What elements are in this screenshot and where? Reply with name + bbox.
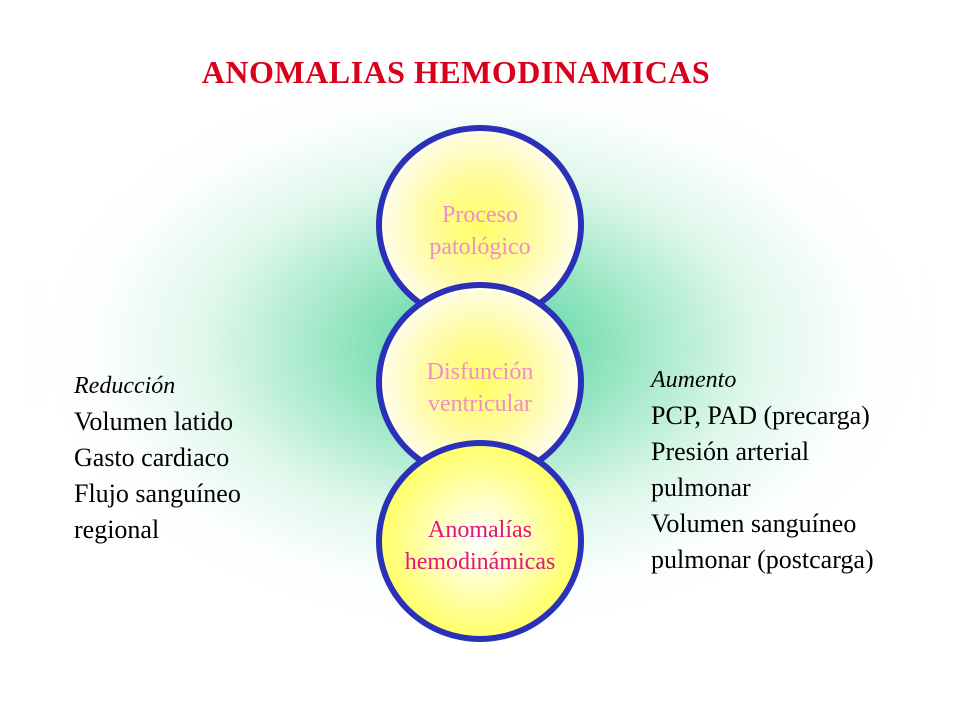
- circle-label-line: ventricular: [428, 391, 532, 417]
- reduction-item: regional: [74, 515, 160, 544]
- reduction-item: Flujo sanguíneo: [74, 479, 241, 508]
- reduction-heading: Reducción: [74, 373, 176, 399]
- increase-item: PCP, PAD (precarga): [651, 401, 870, 430]
- circle-label-line: Anomalías: [428, 517, 532, 543]
- increase-item: Presión arterial: [651, 437, 810, 466]
- circle-label-line: Proceso: [442, 202, 518, 228]
- reduction-list: Reducción Volumen latido Gasto cardiaco …: [74, 368, 241, 548]
- circle-pathologic-process: Proceso patológico: [376, 125, 584, 325]
- increase-item: Volumen sanguíneo: [651, 509, 857, 538]
- increase-item: pulmonar: [651, 473, 751, 502]
- circle-label: Disfunción ventricular: [382, 356, 578, 420]
- slide-title: ANOMALIAS HEMODINAMICAS: [201, 54, 711, 90]
- reduction-item: Gasto cardiaco: [74, 443, 230, 472]
- increase-heading: Aumento: [651, 367, 737, 393]
- increase-item: pulmonar (postcarga): [651, 545, 874, 574]
- circle-label: Proceso patológico: [382, 199, 578, 263]
- circle-label-line: patológico: [429, 234, 531, 260]
- circle-label: Anomalías hemodinámicas: [382, 514, 578, 578]
- circle-label-line: hemodinámicas: [404, 549, 556, 575]
- circle-label-line: Disfunción: [426, 359, 534, 385]
- reduction-item: Volumen latido: [74, 407, 234, 436]
- increase-list: Aumento PCP, PAD (precarga) Presión arte…: [651, 362, 874, 578]
- circle-hemodynamic-anomalies: Anomalías hemodinámicas: [376, 440, 584, 642]
